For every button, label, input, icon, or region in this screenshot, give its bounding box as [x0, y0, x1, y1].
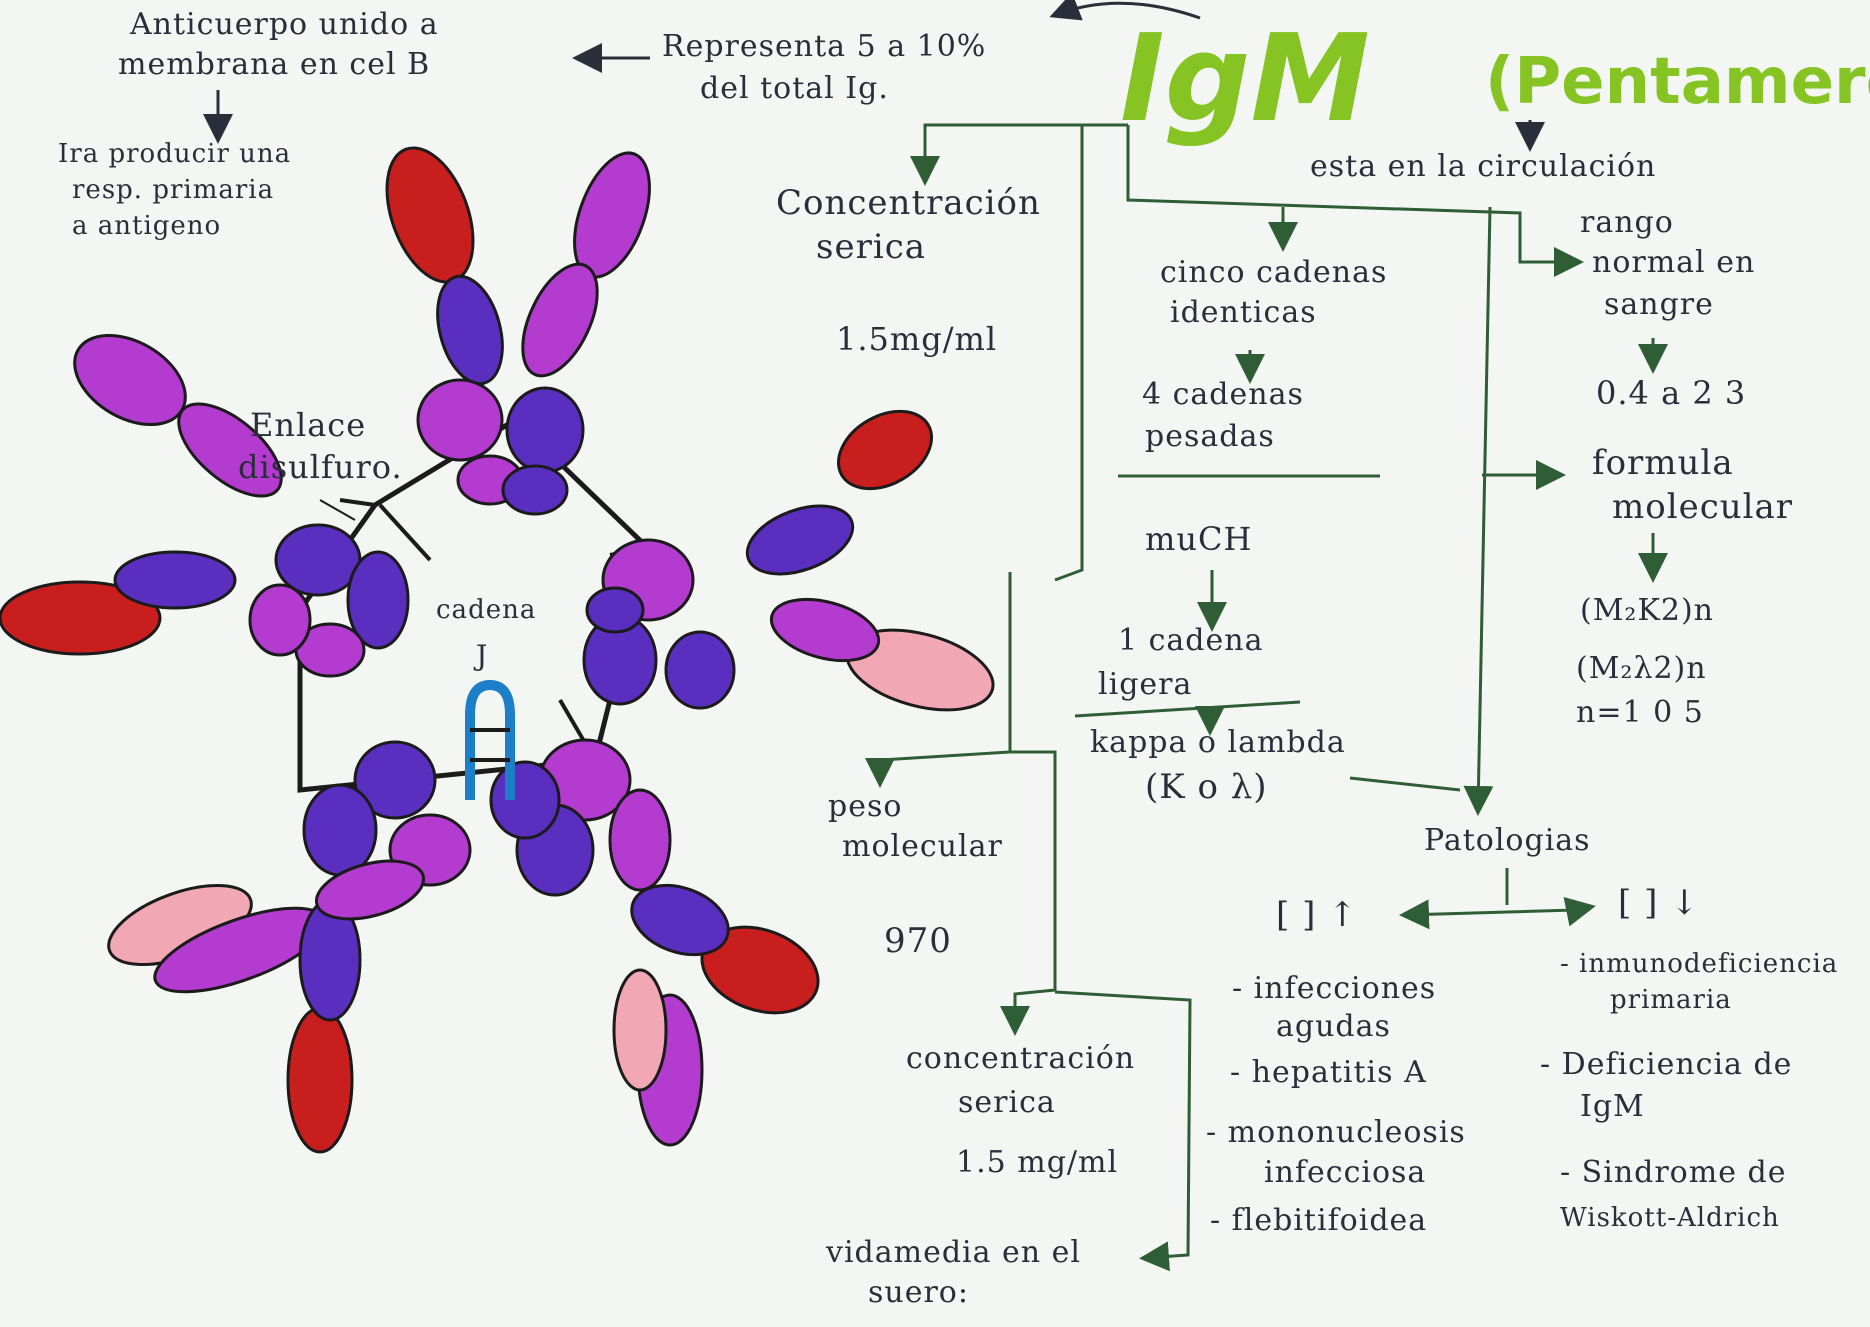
represents-line1: Representa 5 a 10% [662, 30, 986, 64]
up-item-3a: - mononucleosis [1206, 1116, 1466, 1150]
mol-weight-value: 970 [884, 922, 952, 960]
five-chains-line2: identicas [1170, 296, 1317, 330]
down-item-1a: - inmunodeficiencia [1560, 950, 1838, 979]
antibody-line1: Anticuerpo unido a [130, 8, 439, 42]
serum-conc-value: 1.5mg/ml [836, 322, 997, 358]
down-item-3a: - Sindrome de [1560, 1156, 1786, 1190]
j-chain-label2: J [476, 640, 488, 671]
mu-chain: muCH [1145, 522, 1252, 558]
disulfide-label2: disulfuro. [238, 450, 403, 486]
serum-conc2-value: 1.5 mg/ml [956, 1146, 1118, 1180]
normal-range-value: 0.4 a 2 3 [1596, 376, 1746, 412]
normal-range-line3: sangre [1604, 288, 1714, 322]
heavy-chains-line2: pesadas [1145, 420, 1275, 454]
up-item-4: - flebitifoidea [1210, 1204, 1427, 1238]
primary-line3: a antigeno [72, 212, 221, 241]
antibody-line2: membrana en cel B [118, 48, 430, 82]
up-item-1a: - infecciones [1232, 972, 1436, 1006]
title-igm: IgM [1120, 10, 1370, 149]
formula-lambda: (M₂λ2)n [1576, 652, 1707, 686]
primary-line1: Ira producir una [58, 140, 291, 169]
half-life-label1: vidamedia en el [826, 1236, 1081, 1270]
j-chain-label1: cadena [436, 596, 536, 625]
monomer-top [370, 136, 664, 514]
formula-label2: molecular [1612, 488, 1793, 526]
serum-conc-label2: serica [816, 228, 926, 266]
formula-n: n=1 0 5 [1576, 696, 1704, 730]
normal-range-line1: rango [1580, 206, 1674, 240]
down-item-2b: IgM [1580, 1090, 1645, 1124]
down-item-3b: Wiskott-Aldrich [1560, 1204, 1780, 1233]
pathology-decrease: [ ] ↓ [1618, 884, 1700, 922]
mol-weight-label1: peso [828, 790, 902, 824]
disulfide-label1: Enlace [250, 408, 366, 444]
primary-line2: resp. primaria [72, 176, 274, 205]
down-item-1b: primaria [1610, 986, 1732, 1015]
up-item-2: - hepatitis A [1230, 1056, 1427, 1090]
circulation-note: esta en la circulación [1310, 150, 1656, 184]
serum-conc-label1: Concentración [776, 184, 1041, 222]
pathologies-label: Patologias [1424, 824, 1591, 858]
up-item-3b: infecciosa [1264, 1156, 1426, 1190]
monomer-right [584, 396, 1002, 725]
monomer-left [0, 317, 408, 676]
light-chain-line2: ligera [1098, 668, 1192, 702]
mol-weight-label2: molecular [842, 830, 1003, 864]
monomer-bottom-right [491, 740, 830, 1145]
up-item-1b: agudas [1276, 1010, 1391, 1044]
serum-conc2-label2: serica [958, 1086, 1056, 1120]
pathology-increase: [ ] ↑ [1276, 896, 1358, 934]
light-chain-line1: 1 cadena [1118, 624, 1263, 658]
normal-range-line2: normal en [1592, 246, 1755, 280]
kappa-lambda: kappa o lambda [1090, 726, 1346, 760]
formula-kappa: (M₂K2)n [1580, 594, 1714, 628]
monomer-bottom-left [99, 742, 470, 1152]
title-pentamer: (Pentamero) [1485, 45, 1870, 119]
half-life-label2: suero: [868, 1276, 969, 1310]
heavy-chains-line1: 4 cadenas [1142, 378, 1304, 412]
represents-line2: del total Ig. [700, 72, 889, 106]
k-or-lambda: (K o λ) [1145, 768, 1268, 806]
serum-conc2-label1: concentración [906, 1042, 1135, 1076]
down-item-2a: - Deficiencia de [1540, 1048, 1792, 1082]
five-chains-line1: cinco cadenas [1160, 256, 1387, 290]
formula-label1: formula [1592, 444, 1734, 482]
